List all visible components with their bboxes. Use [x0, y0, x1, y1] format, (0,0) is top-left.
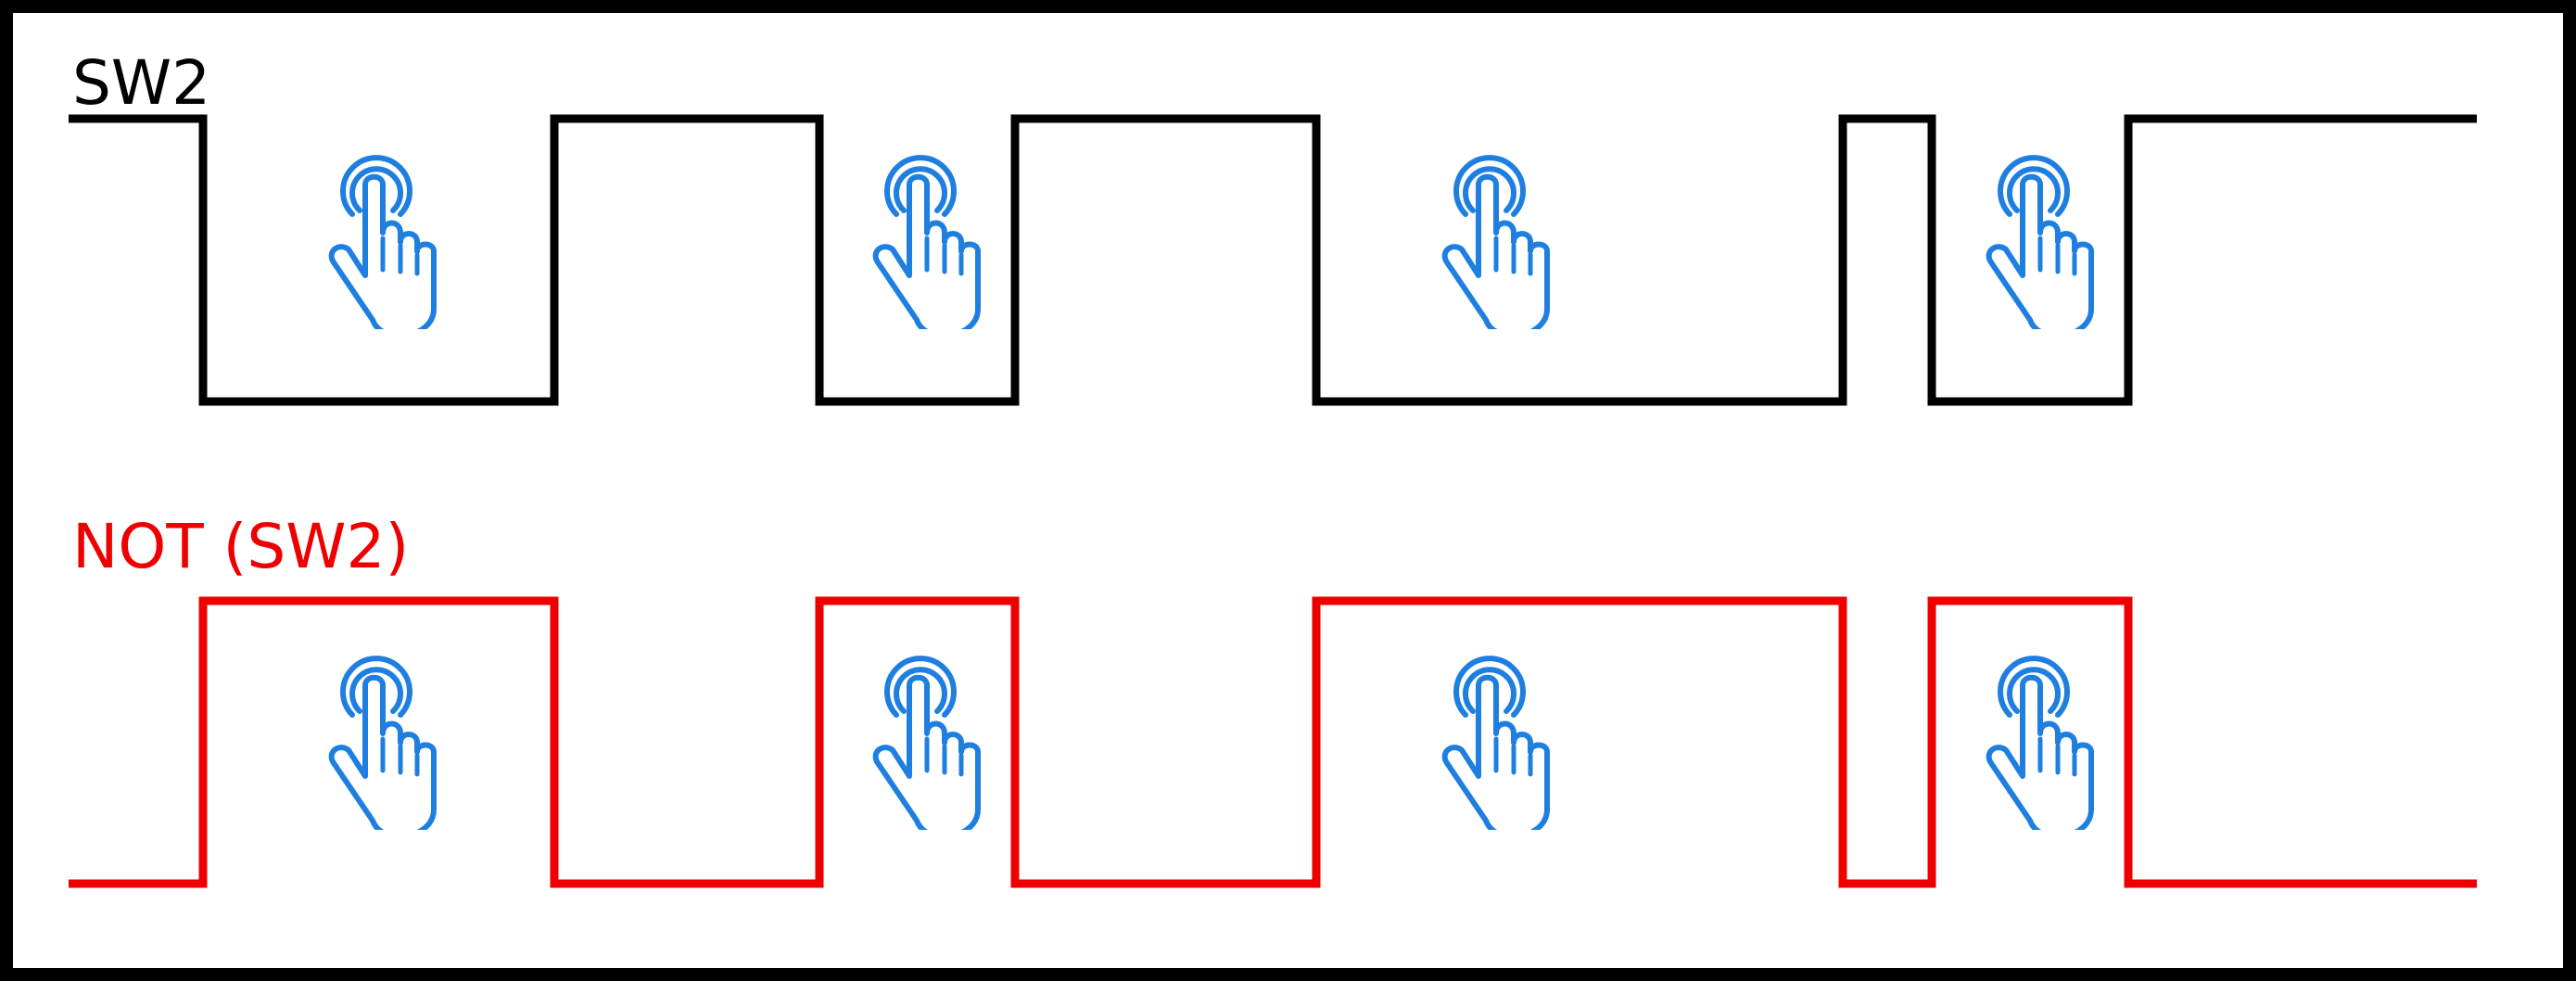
- tap-hand-icon: [1989, 158, 2091, 336]
- sw2-waveform: [69, 114, 2477, 406]
- tap-hand-icon: [876, 658, 978, 836]
- tap-hand-icon: [332, 658, 434, 836]
- tap-hand-icon: [1989, 658, 2091, 836]
- tap-hand-icon: [332, 158, 434, 336]
- tap-hand-icon: [876, 158, 978, 336]
- sw2-signal-label: SW2: [72, 47, 210, 119]
- not-sw2-waveform: [69, 596, 2477, 888]
- tap-hand-icon: [1445, 158, 1547, 336]
- tap-hand-icon: [1445, 658, 1547, 836]
- not-sw2-signal-label: NOT (SW2): [72, 511, 409, 582]
